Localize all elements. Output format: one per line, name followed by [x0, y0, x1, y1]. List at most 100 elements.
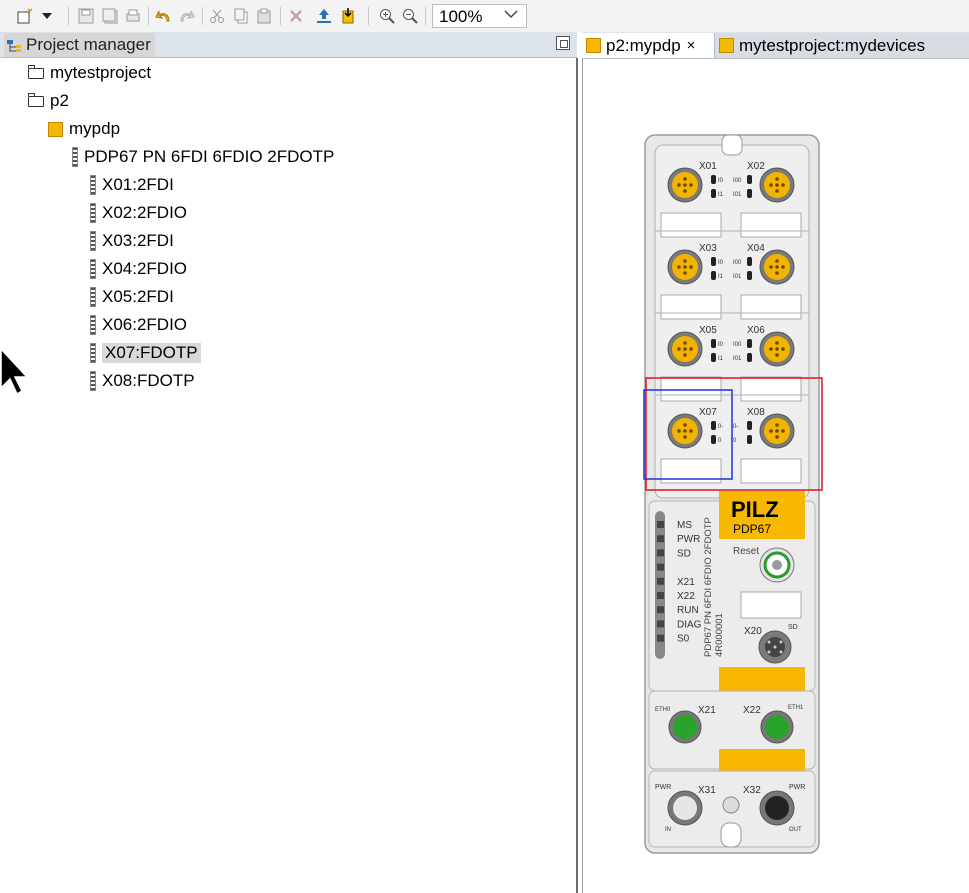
io-label: 0-: [718, 424, 723, 430]
port-label-x01: X01: [699, 161, 717, 172]
tree-item-x08[interactable]: X08:FDOTP: [90, 368, 195, 394]
led-label-sd: SD: [677, 548, 691, 559]
module-icon: [72, 147, 78, 167]
save-all-icon[interactable]: [100, 6, 120, 26]
io-label: I1: [718, 192, 724, 198]
tree-item-p2[interactable]: p2: [28, 88, 69, 114]
paste-icon[interactable]: [254, 6, 274, 26]
editor-tabbar: p2:mypdp × mytestproject:mydevices: [582, 32, 969, 59]
module-icon: [90, 175, 96, 195]
io-led: [711, 257, 716, 266]
status-led: [657, 563, 664, 571]
tab-project-manager-label: Project manager: [26, 35, 151, 54]
io-label: I0: [718, 342, 724, 348]
tree-item-x05[interactable]: X05:2FDI: [90, 284, 174, 310]
status-led: [657, 521, 664, 528]
upload-icon[interactable]: [314, 6, 334, 26]
download-icon[interactable]: [338, 6, 358, 26]
module-icon: [90, 259, 96, 279]
io-led: [711, 271, 716, 280]
device-icon: [48, 121, 63, 137]
redo-icon[interactable]: [176, 6, 196, 26]
maximize-icon[interactable]: [556, 36, 570, 50]
copy-icon[interactable]: [231, 6, 251, 26]
tree-item-x01[interactable]: X01:2FDI: [90, 172, 174, 198]
tree-item-x06[interactable]: X06:2FDIO: [90, 312, 187, 338]
module-icon: [90, 315, 96, 335]
tree-item-label: p2: [50, 91, 69, 110]
mounting-hole: [721, 134, 743, 156]
tree-item-mytestproject[interactable]: mytestproject: [28, 60, 151, 86]
save-icon[interactable]: [76, 6, 96, 26]
tab-p2-mypdp[interactable]: p2:mypdp ×: [582, 33, 715, 58]
eth1-label: ETH1: [788, 705, 804, 711]
folder-open-icon: [28, 92, 44, 107]
led-label-x21: X21: [677, 577, 695, 588]
tab-project-manager[interactable]: Project manager: [4, 33, 155, 57]
io-led: [747, 189, 752, 198]
zoom-select[interactable]: 100%: [432, 4, 527, 28]
project-tree: mytestproject p2 mypdp PDP67 PN 6FDI 6FD…: [0, 58, 578, 893]
tab-mytestproject-mydevices[interactable]: mytestproject:mydevices: [715, 33, 969, 58]
model-label: PDP67: [733, 522, 771, 536]
x20-label: X20: [744, 626, 762, 637]
tree-item-label: X06:2FDIO: [102, 315, 188, 334]
close-icon[interactable]: ×: [686, 37, 696, 54]
port-label-field: [660, 294, 722, 320]
chevron-down-icon[interactable]: [504, 6, 518, 22]
tree-item-label: X03:2FDI: [102, 231, 174, 250]
tree-item-x04[interactable]: X04:2FDIO: [90, 256, 187, 282]
port-label-x04: X04: [747, 243, 765, 254]
port-label-x02: X02: [747, 161, 765, 172]
module-icon: [90, 231, 96, 251]
device-icon: [586, 38, 601, 53]
io-led: [747, 339, 752, 348]
tree-item-x03[interactable]: X03:2FDI: [90, 228, 174, 254]
port-label-x05: X05: [699, 325, 717, 336]
device-icon: [719, 38, 734, 53]
status-led: [657, 577, 664, 585]
tree-item-label: PDP67 PN 6FDI 6FDIO 2FDOTP: [84, 147, 335, 166]
io-label: I01: [733, 192, 742, 198]
brand-logo: PILZ: [731, 497, 779, 522]
pwr-out-label: PWR: [789, 784, 805, 791]
tree-item-mypdp[interactable]: mypdp: [48, 116, 120, 142]
tree-item-pdp67[interactable]: PDP67 PN 6FDI 6FDIO 2FDOTP: [72, 144, 334, 170]
io-led: [711, 189, 716, 198]
tree-item-label: X08:FDOTP: [102, 371, 195, 390]
status-led: [657, 634, 664, 642]
zoom-in-icon[interactable]: [377, 6, 397, 26]
io-led: [711, 353, 716, 362]
zoom-out-icon[interactable]: [400, 6, 420, 26]
status-led: [657, 535, 664, 543]
port-label-field: [740, 376, 802, 402]
port-label-x06: X06: [747, 325, 765, 336]
tree-item-label: mypdp: [69, 119, 121, 138]
io-led: [747, 353, 752, 362]
io-led: [747, 257, 752, 266]
led-label-diag: DIAG: [677, 619, 702, 630]
selection-frame-red: [645, 377, 823, 491]
dropdown-arrow-icon[interactable]: [38, 6, 56, 26]
tree-item-x07[interactable]: X07:FDOTP: [90, 340, 201, 366]
tree-item-x02[interactable]: X02:2FDIO: [90, 200, 187, 226]
vertical-name: PDP67 PN 6FDI 6FDIO 2FDOTP: [703, 517, 714, 657]
led-label-ms: MS: [677, 520, 692, 531]
print-icon[interactable]: [123, 6, 143, 26]
x32-label: X32: [743, 785, 761, 796]
led-label-x22: X22: [677, 591, 695, 602]
delete-icon[interactable]: [286, 6, 306, 26]
cut-icon[interactable]: [207, 6, 227, 26]
tree-item-label: X04:2FDIO: [102, 259, 188, 278]
x21-label: X21: [698, 705, 716, 716]
eth0-label: ETH0: [655, 707, 671, 713]
new-icon[interactable]: [14, 6, 36, 26]
module-icon: [90, 371, 96, 391]
tree-item-label: X02:2FDIO: [102, 203, 188, 222]
io-label: I00: [733, 260, 742, 266]
undo-icon[interactable]: [154, 6, 174, 26]
status-led: [657, 592, 664, 599]
io-led: [747, 435, 752, 444]
